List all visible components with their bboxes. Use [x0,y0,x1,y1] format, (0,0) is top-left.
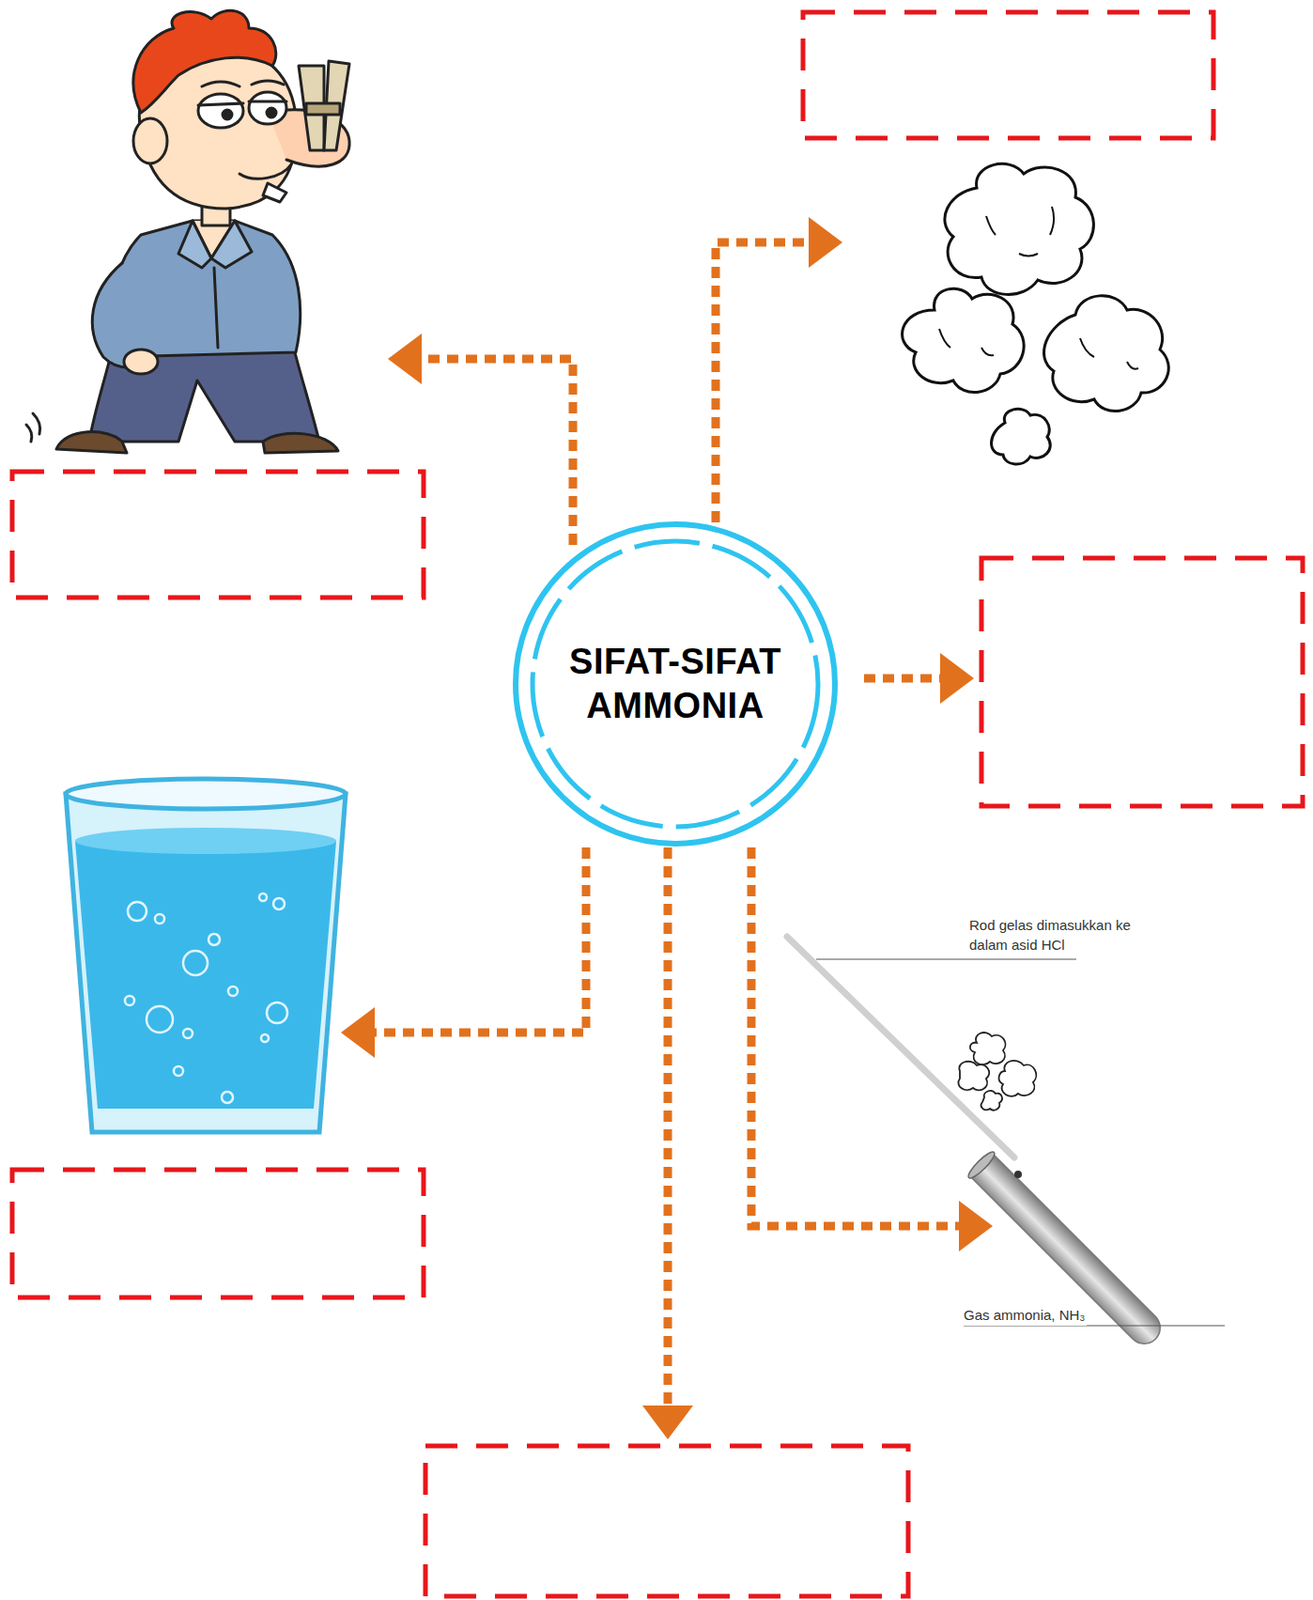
arrow [715,242,818,523]
answer-box [12,471,424,598]
glass-rod [787,936,1015,1158]
apparatus-label: Gas ammonia, NH₃ [961,1304,1087,1326]
glass-of-water [65,778,346,1132]
answer-boxes [12,12,1303,1596]
answer-box [12,1169,424,1298]
man-with-nose-peg [26,10,350,453]
answer-box [803,12,1214,139]
arrow [864,674,949,683]
arrow [366,847,587,1033]
white-fumes [957,1032,1036,1111]
arrow [664,847,673,1414]
arrow [751,847,968,1226]
gas-clouds [902,163,1170,464]
topic-circle: SIFAT-SIFAT AMMONIA [511,520,839,848]
answer-box [425,1445,909,1596]
test-tube-apparatus [787,936,1225,1352]
inner-dashed-ring [532,540,819,827]
outer-ring [515,524,835,844]
leader-line [816,957,1077,959]
arrow [413,358,573,545]
topic-title: SIFAT-SIFAT AMMONIA [569,639,782,729]
arrows [366,242,968,1414]
answer-box [981,557,1303,806]
apparatus-label: Rod gelas dimasukkan ke dalam asid HCl [967,914,1159,957]
circle-outline [511,520,839,848]
